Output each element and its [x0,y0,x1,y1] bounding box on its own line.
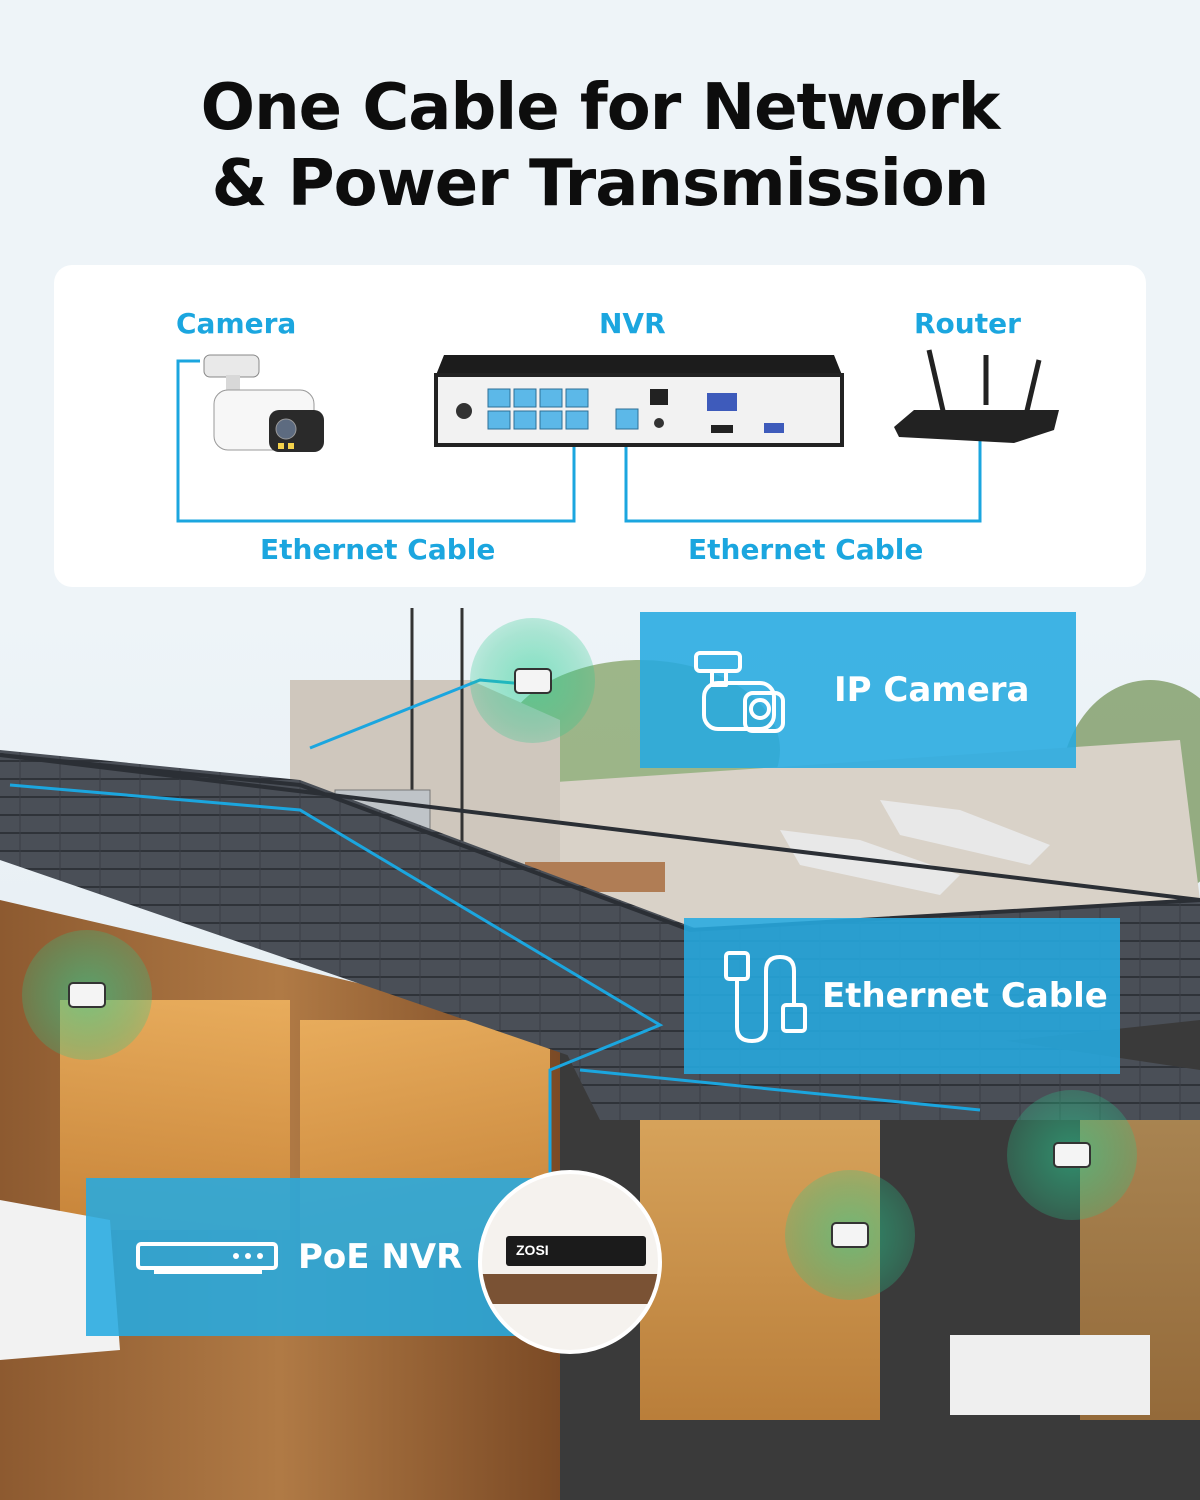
house-scene: IP Camera Ethernet Cable PoE NVR ZOSI [0,600,1200,1500]
nvr-icon [136,1242,278,1274]
cable-label-left: Ethernet Cable [260,533,496,566]
callout-poe-nvr: PoE NVR [86,1178,550,1336]
camera-pin-left-wall [22,930,152,1060]
callout-poe-nvr-label: PoE NVR [298,1237,463,1277]
nvr-closeup-device: ZOSI [506,1236,646,1266]
title-line-2: & Power Transmission [211,147,990,221]
callout-ip-camera-label: IP Camera [834,670,1030,710]
nvr-brand-label: ZOSI [516,1242,549,1258]
callout-ethernet-cable-label: Ethernet Cable [822,976,1108,1016]
camera-icon [513,667,552,694]
camera-label: Camera [176,307,297,340]
camera-icon [831,1222,869,1248]
ethernet-cable-icon [724,951,807,1043]
camera-icon [68,982,106,1008]
camera-pin-lower-roof [785,1170,915,1300]
cable-label-right: Ethernet Cable [688,533,924,566]
cable-line-left [176,359,576,523]
connection-diagram: Camera NVR Router [54,265,1146,587]
nvr-closeup-shelf [482,1274,658,1304]
router-icon [894,349,1059,443]
callout-ip-camera: IP Camera [640,612,1076,768]
camera-pin-rooftop [470,618,595,743]
camera-icon [694,651,785,733]
camera-icon [203,354,324,452]
router-label: Router [914,307,1021,340]
title-line-1: One Cable for Network [200,71,1001,145]
diagram-graphics [176,349,1059,523]
camera-pin-right-wall [1007,1090,1137,1220]
nvr-label: NVR [599,307,666,340]
nvr-closeup: ZOSI [478,1170,662,1354]
page-title: One Cable for Network & Power Transmissi… [0,70,1200,222]
callout-ethernet-cable: Ethernet Cable [684,918,1120,1074]
nvr-device-icon [434,355,844,447]
cable-line-right [624,435,982,523]
camera-icon [1053,1142,1091,1168]
